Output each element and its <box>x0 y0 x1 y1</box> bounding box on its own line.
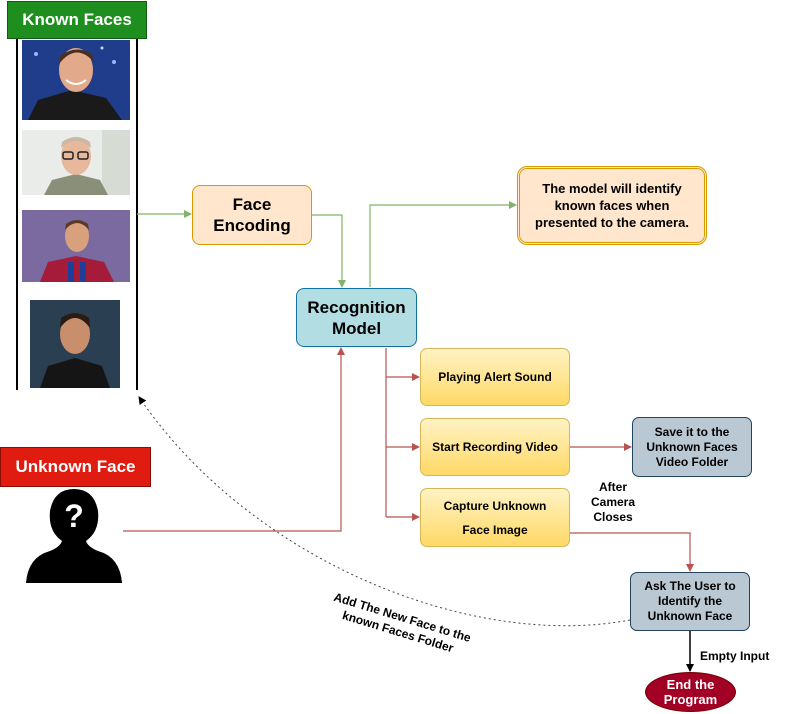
end-program-node: End the Program <box>645 672 736 712</box>
known-face-photo-3 <box>22 210 130 282</box>
empty-input-label: Empty Input <box>700 649 770 663</box>
ask-user-identify-node: Ask The User to Identify the Unknown Fac… <box>630 572 750 631</box>
start-recording-video-node: Start Recording Video <box>420 418 570 476</box>
capture-unknown-face-node: Capture Unknown Face Image <box>420 488 570 547</box>
recognition-model-node: Recognition Model <box>296 288 417 347</box>
known-face-photo-1 <box>22 40 130 120</box>
save-video-folder-node: Save it to the Unknown Faces Video Folde… <box>632 417 752 477</box>
face-encoding-node: Face Encoding <box>192 185 312 245</box>
after-camera-closes-label: After Camera Closes <box>590 480 636 524</box>
arrow-add-new-face <box>138 396 631 627</box>
arrow-model-to-note <box>369 201 517 287</box>
arrow-encoding-to-model <box>312 214 346 288</box>
identify-known-faces-note: The model will identify known faces when… <box>517 166 707 245</box>
svg-text:?: ? <box>64 498 84 534</box>
known-face-photo-2 <box>22 130 130 195</box>
unknown-face-header: Unknown Face <box>0 447 151 487</box>
known-face-photo-4 <box>30 300 120 388</box>
arrow-capture-to-ask <box>570 532 694 572</box>
known-faces-header: Known Faces <box>7 1 147 39</box>
unknown-person-icon: ? <box>24 487 124 584</box>
playing-alert-sound-node: Playing Alert Sound <box>420 348 570 406</box>
arrow-unknown-to-model <box>123 347 345 532</box>
